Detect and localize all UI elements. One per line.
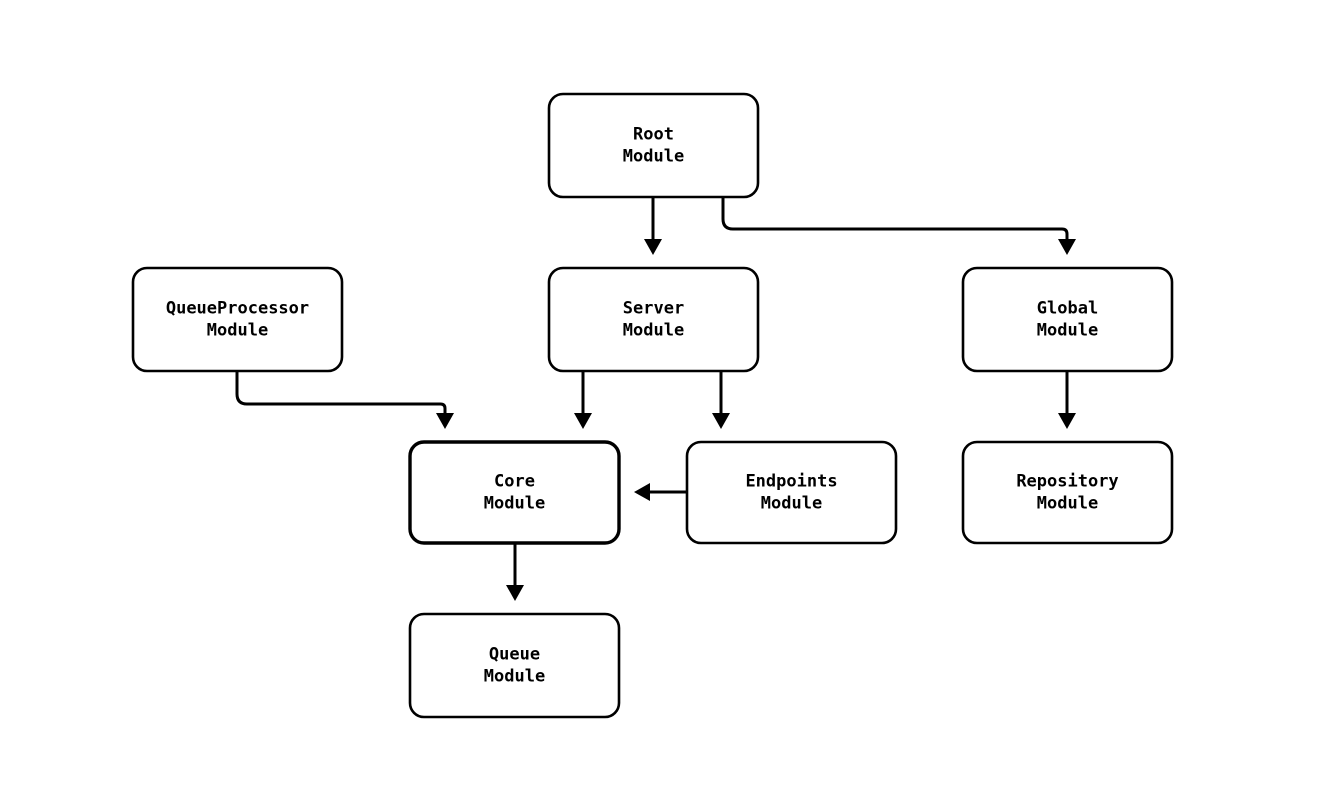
repository-module-node-label-line1: Repository [1016,472,1118,492]
queueprocessor-module-node-shape[interactable] [131,266,344,373]
edge-server-to-endpoints-arrowhead [712,413,730,429]
edge-root-to-global-line [721,197,1069,239]
core-module-node-label-line2: Module [484,494,545,514]
endpoints-module-node-label-line1: Endpoints [745,472,837,492]
edge-global-to-repository [1058,371,1076,429]
root-module-node-label-line2: Module [623,147,684,167]
server-module-node-label-line1: Server [623,299,684,319]
edge-global-to-repository-arrowhead [1058,413,1076,429]
edge-queueprocessor-to-core-arrowhead [436,413,454,429]
edge-core-to-queue [506,543,524,601]
repository-module-node-label-line2: Module [1037,494,1098,514]
server-module-node-shape[interactable] [547,266,760,373]
root-module-node-shape[interactable] [547,92,760,199]
root-module-node-label-line1: Root [633,125,674,145]
edge-root-to-server [644,197,662,255]
queueprocessor-module-node-label-line1: QueueProcessor [166,299,309,319]
queue-module-node-label-line2: Module [484,667,545,687]
core-module-node-shape[interactable] [408,440,621,545]
edge-root-to-server-arrowhead [644,239,662,255]
nodes-layer: RootModuleQueueProcessorModuleServerModu… [131,92,1174,719]
edge-queueprocessor-to-core-line [235,371,447,413]
edge-core-to-queue-arrowhead [506,585,524,601]
queueprocessor-module-node-label-line2: Module [207,321,268,341]
server-module-node-label-line2: Module [623,321,684,341]
edge-server-to-core-arrowhead [574,413,592,429]
global-module-node-label-line2: Module [1037,321,1098,341]
edge-root-to-global-arrowhead [1058,239,1076,255]
global-module-node-label-line1: Global [1037,299,1098,319]
edge-root-to-global [721,197,1076,255]
edge-server-to-endpoints [712,371,730,429]
edge-endpoints-to-core-arrowhead [634,483,650,501]
edges-layer [235,197,1076,601]
endpoints-module-node-shape[interactable] [685,440,898,545]
endpoints-module-node-label-line2: Module [761,494,822,514]
core-module-node-label-line1: Core [494,472,535,492]
edge-endpoints-to-core [634,483,687,501]
edge-queueprocessor-to-core [235,371,454,429]
repository-module-node-shape[interactable] [961,440,1174,545]
queue-module-node-shape[interactable] [408,612,621,719]
queue-module-node-label-line1: Queue [489,645,540,665]
edge-server-to-core [574,371,592,429]
global-module-node-shape[interactable] [961,266,1174,373]
